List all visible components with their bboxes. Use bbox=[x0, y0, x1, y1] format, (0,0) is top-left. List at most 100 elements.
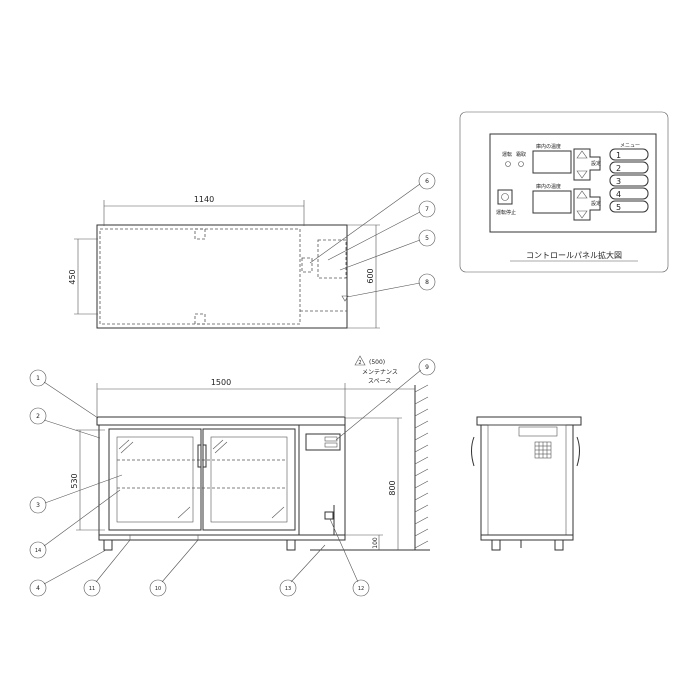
callout-number: 6 bbox=[425, 178, 429, 185]
front-control-button-1 bbox=[324, 436, 338, 442]
label-temp-2: 庫内の温度 bbox=[536, 183, 561, 190]
top-view-bracket-top bbox=[194, 228, 206, 240]
dim-label-600: 600 bbox=[366, 268, 375, 283]
front-leg-right bbox=[286, 539, 296, 551]
callout-9: 9 bbox=[335, 358, 436, 441]
callout-number: 11 bbox=[89, 586, 95, 592]
warning-mark: 2 bbox=[358, 360, 361, 366]
run-indicator-icon bbox=[505, 161, 511, 167]
glass-reflection-6 bbox=[271, 506, 285, 519]
callout-number: 10 bbox=[155, 586, 161, 592]
glass-reflection-1 bbox=[118, 439, 130, 450]
side-left-handle bbox=[471, 436, 475, 467]
dim-label-100: 100 bbox=[372, 537, 379, 549]
front-base-frame bbox=[98, 534, 346, 541]
menu-item-label: 5 bbox=[616, 203, 621, 212]
label-set-1: 設定 bbox=[591, 160, 601, 167]
side-view bbox=[471, 416, 582, 551]
top-view-condensing-unit bbox=[317, 239, 347, 279]
front-leg-left bbox=[103, 539, 113, 551]
front-cabinet bbox=[98, 424, 300, 536]
top-view-control-box bbox=[301, 257, 313, 273]
front-drain-valve bbox=[324, 511, 334, 520]
callout-14: 14 bbox=[29, 489, 121, 559]
callout-7: 7 bbox=[327, 200, 436, 261]
menu-item-label: 4 bbox=[616, 190, 621, 199]
callout-number: 14 bbox=[35, 548, 41, 554]
maintenance-label-line2: スペース bbox=[368, 378, 391, 385]
start-stop-button[interactable] bbox=[497, 189, 513, 205]
callout-number: 1 bbox=[36, 375, 40, 382]
front-right-glass bbox=[210, 436, 288, 523]
top-view-outline bbox=[96, 224, 348, 329]
control-panel-caption: コントロールパネル拡大図 bbox=[526, 250, 622, 260]
control-panel-detail: 運転 霜取 運転停止 庫内の温度 庫内の温度 設定 設定 メニュー 1 2 3 … bbox=[459, 111, 669, 273]
callout-12: 12 bbox=[329, 518, 370, 597]
up-arrow-icon[interactable] bbox=[576, 190, 588, 199]
callout-number: 13 bbox=[285, 586, 291, 592]
glass-reflection-5 bbox=[177, 506, 191, 519]
wall-hatching bbox=[414, 384, 429, 549]
side-vent-top bbox=[518, 426, 558, 437]
callout-number: 7 bbox=[425, 206, 429, 213]
power-icon bbox=[501, 193, 509, 201]
menu-item-label: 3 bbox=[616, 177, 621, 186]
callout-5: 5 bbox=[339, 229, 436, 271]
left-door-handle bbox=[197, 444, 202, 468]
maintenance-value: (500) bbox=[369, 359, 385, 366]
callout-8: 8 bbox=[346, 273, 436, 298]
side-base-frame bbox=[480, 534, 574, 541]
menu-button-5[interactable] bbox=[609, 200, 649, 213]
menu-button-4[interactable] bbox=[609, 187, 649, 200]
menu-button-1[interactable] bbox=[609, 148, 649, 161]
maintenance-label-line1: メンテナンス bbox=[362, 369, 398, 376]
callout-3: 3 bbox=[29, 474, 123, 514]
glass-reflection-4 bbox=[214, 441, 228, 454]
front-worktop bbox=[96, 416, 346, 426]
menu-button-2[interactable] bbox=[609, 161, 649, 174]
side-leg-left bbox=[491, 539, 501, 551]
dim-label-1500: 1500 bbox=[211, 378, 231, 387]
front-control-button-2 bbox=[324, 442, 338, 448]
side-body bbox=[480, 424, 574, 536]
side-inner-panel bbox=[487, 424, 567, 536]
label-run: 運転 bbox=[502, 152, 512, 158]
menu-button-3[interactable] bbox=[609, 174, 649, 187]
callouts: 1 2 3 4 5 6 7 bbox=[29, 172, 436, 597]
right-door-handle bbox=[202, 444, 207, 468]
menu-item-label: 1 bbox=[616, 151, 621, 160]
up-arrow-icon[interactable] bbox=[576, 150, 588, 159]
callout-11: 11 bbox=[83, 539, 131, 597]
top-view-inner-compartment bbox=[99, 228, 301, 325]
menu-item-label: 2 bbox=[616, 164, 621, 173]
front-right-door bbox=[202, 428, 296, 531]
setting-button-group-1 bbox=[573, 148, 601, 181]
down-arrow-icon[interactable] bbox=[576, 210, 588, 219]
dim-label-450: 450 bbox=[68, 269, 77, 284]
side-right-handle bbox=[576, 436, 580, 467]
down-arrow-icon[interactable] bbox=[576, 170, 588, 179]
setting-button-group-2 bbox=[573, 188, 601, 221]
callout-number: 5 bbox=[425, 235, 429, 242]
callout-10: 10 bbox=[149, 539, 199, 597]
dim-label-800: 800 bbox=[388, 480, 397, 495]
top-view-drain-mark bbox=[341, 295, 349, 302]
glass-reflection-3 bbox=[212, 439, 224, 450]
glass-reflection-2 bbox=[120, 441, 134, 454]
callout-2: 2 bbox=[29, 407, 101, 439]
front-left-glass bbox=[116, 436, 194, 523]
callout-number: 2 bbox=[36, 413, 40, 420]
label-menu: メニュー bbox=[620, 143, 640, 149]
callout-number: 3 bbox=[36, 502, 40, 509]
warning-triangle-icon bbox=[354, 355, 366, 366]
callout-1: 1 bbox=[29, 369, 99, 419]
control-panel-body bbox=[489, 133, 657, 233]
top-view: 1140 450 600 bbox=[68, 195, 380, 329]
front-left-door bbox=[108, 428, 202, 531]
dim-label-1140: 1140 bbox=[194, 195, 214, 204]
side-vent-grille-lines bbox=[535, 442, 551, 458]
label-temp-1: 庫内の温度 bbox=[536, 143, 561, 150]
front-view: 1500 530 800 100 2 (500) メンテナンス スペース bbox=[70, 355, 430, 551]
